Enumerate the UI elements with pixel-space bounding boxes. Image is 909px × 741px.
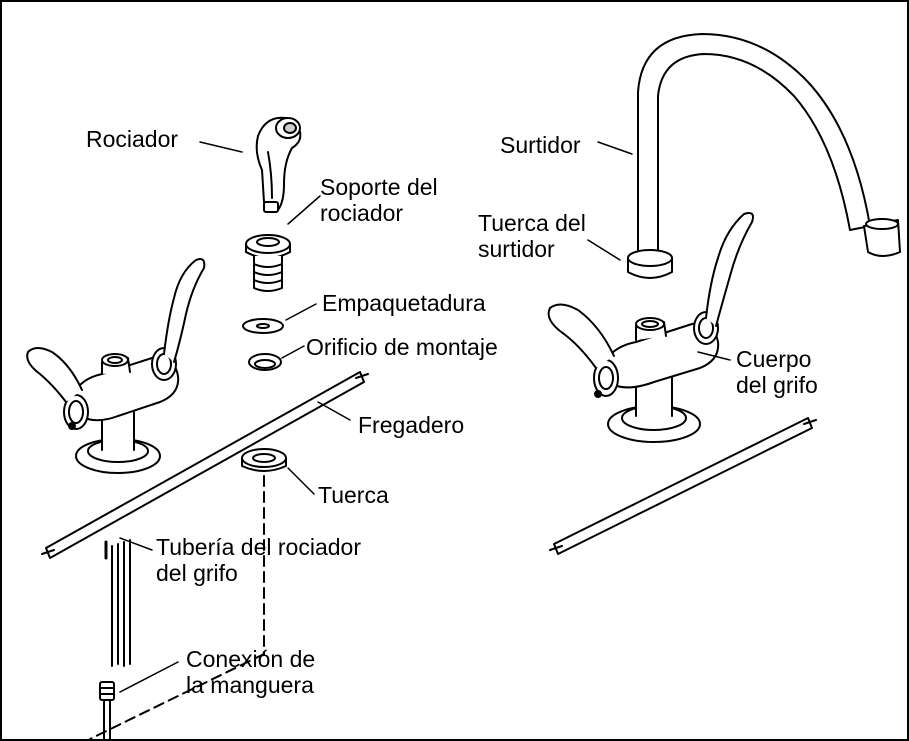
label-conexion-2: la manguera xyxy=(186,672,314,698)
label-tuerca-surtidor-2: surtidor xyxy=(478,236,555,262)
label-tuerca: Tuerca xyxy=(318,482,389,508)
label-tuerca-surtidor-1: Tuerca del xyxy=(478,210,586,236)
label-fregadero: Fregadero xyxy=(358,412,465,438)
spout xyxy=(637,33,901,257)
label-surtidor: Surtidor xyxy=(500,132,581,158)
nut xyxy=(241,448,287,472)
left-faucet-body xyxy=(26,258,206,474)
spout-nut xyxy=(627,249,673,279)
sprayer-head xyxy=(255,116,302,213)
label-cuerpo-1: Cuerpo xyxy=(736,346,812,372)
sprayer-support xyxy=(245,234,291,292)
label-tuberia-2: del grifo xyxy=(156,560,238,586)
label-tuberia-1: Tubería del rociador xyxy=(156,534,361,560)
hose-connection xyxy=(99,681,115,739)
gasket xyxy=(242,318,284,334)
label-empaquetadura: Empaquetadura xyxy=(322,290,486,316)
label-conexion-1: Conexión de xyxy=(186,646,316,672)
label-orificio: Orificio de montaje xyxy=(306,334,498,360)
right-faucet-body xyxy=(547,212,754,443)
label-soporte-2: rociador xyxy=(320,200,404,226)
label-soporte-1: Soporte del xyxy=(320,174,438,200)
right-sink-deck xyxy=(549,417,817,555)
sprayer-tubing xyxy=(104,539,131,667)
left-sink-deck xyxy=(41,371,369,559)
mounting-hole xyxy=(248,353,282,371)
label-cuerpo-2: del grifo xyxy=(736,372,818,398)
leader-lines xyxy=(119,141,731,693)
label-rociador: Rociador xyxy=(86,126,179,152)
